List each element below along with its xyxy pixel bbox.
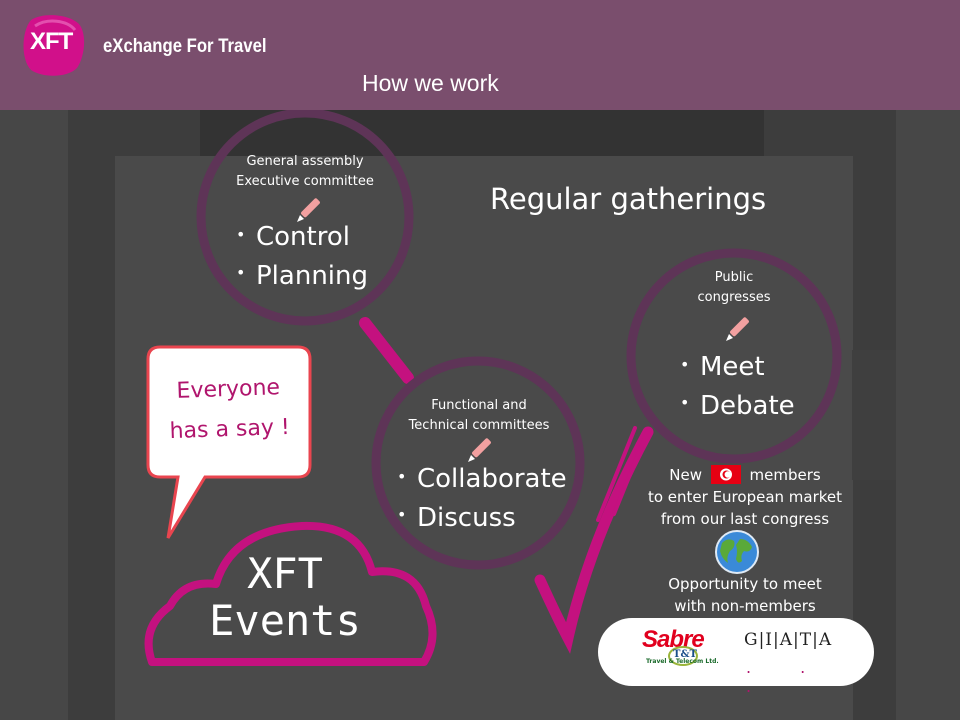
functional-heading-line1: Functional and <box>431 398 527 413</box>
swoosh-line-1 <box>596 426 637 522</box>
public-heading: Public congresses <box>634 268 834 308</box>
xft-events-label: XFT Events <box>180 550 390 644</box>
bullet-dot: • <box>397 505 407 524</box>
pencil-icon <box>726 317 749 341</box>
assembly-heading-line1: General assembly <box>246 154 364 169</box>
connector-line <box>359 317 414 384</box>
new-label: New <box>669 466 702 484</box>
logo-text: XFT <box>30 28 73 55</box>
partner-logos-panel: Sabre G|I|A|T|A T&T Travel & Telecom Ltd… <box>598 618 874 696</box>
checkmark-stroke <box>534 426 654 654</box>
list-item: • Debate <box>680 387 795 426</box>
assembly-heading: General assembly Executive committee <box>205 152 405 192</box>
tt-mark-text: T&T <box>673 649 697 660</box>
opportunity-line2: with non-members <box>674 597 816 615</box>
giata-logo: G|I|A|T|A <box>744 630 833 650</box>
page-title: How we work <box>362 70 499 96</box>
list-item: • Planning <box>236 257 368 296</box>
public-heading-line2: congresses <box>697 290 771 305</box>
opportunity-line1: Opportunity to meet <box>668 575 822 593</box>
bullet-text: Debate <box>700 390 795 421</box>
brand-name: eXchange For Travel <box>103 36 267 57</box>
new-members-text: New members to enter European market fro… <box>630 464 860 530</box>
bullet-dot: • <box>680 393 690 412</box>
bullet-dot: • <box>680 354 690 374</box>
assembly-heading-line2: Executive committee <box>236 174 374 189</box>
bullet-text: Planning <box>256 260 368 291</box>
pencil-icon <box>468 438 491 462</box>
swoosh-line-2 <box>612 438 646 516</box>
opportunity-text: Opportunity to meet with non-members <box>630 573 860 617</box>
functional-bullets: • Collaborate • Discuss <box>397 460 567 537</box>
bullet-dot: • <box>236 263 246 282</box>
tt-logo-caption: Travel & Telecom Ltd. <box>646 658 719 665</box>
events-line2: Events <box>209 596 361 645</box>
tunisia-flag-icon <box>710 465 741 484</box>
functional-heading: Functional and Technical committees <box>379 396 579 436</box>
bullet-dot: • <box>397 466 407 486</box>
events-line1: XFT <box>247 549 323 598</box>
new-members-line2: to enter European market <box>647 488 843 506</box>
globe-icon <box>715 530 759 574</box>
bullet-dot: • <box>236 224 246 244</box>
public-circle <box>626 248 842 464</box>
bullet-text: Collaborate <box>417 464 567 494</box>
cloud-shape <box>144 521 437 666</box>
public-heading-line1: Public <box>714 270 754 285</box>
bullet-text: Discuss <box>417 502 516 533</box>
new-members-line3: from our last congress <box>660 510 830 528</box>
functional-heading-line2: Technical committees <box>408 418 550 433</box>
list-item: • Meet <box>680 348 795 387</box>
functional-circle <box>371 356 585 570</box>
speech-line1: Everyone <box>176 375 281 404</box>
list-item: • Collaborate <box>397 460 567 499</box>
pencil-icon <box>297 198 320 222</box>
speech-bubble-shape <box>146 345 312 539</box>
regular-gatherings-heading: Regular gatherings <box>490 182 767 216</box>
more-partners-ellipsis: . . . <box>746 658 828 696</box>
speech-bubble-text: Everyone has a say ! <box>151 367 308 452</box>
assembly-circle <box>196 110 414 326</box>
bullet-text: Meet <box>700 352 765 382</box>
xft-logo-blob-icon <box>23 15 85 76</box>
members-label: members <box>749 466 821 484</box>
list-item: • Control <box>236 218 368 257</box>
public-bullets: • Meet • Debate <box>680 348 795 425</box>
list-item: • Discuss <box>397 499 567 538</box>
new-members-line1: New members <box>630 464 860 486</box>
assembly-bullets: • Control • Planning <box>236 218 368 295</box>
bullet-text: Control <box>256 222 350 252</box>
speech-line2: has a say ! <box>169 414 291 445</box>
tt-logo-mark: T&T <box>668 646 698 666</box>
header-bar: XFT eXchange For Travel How we work <box>0 0 960 111</box>
